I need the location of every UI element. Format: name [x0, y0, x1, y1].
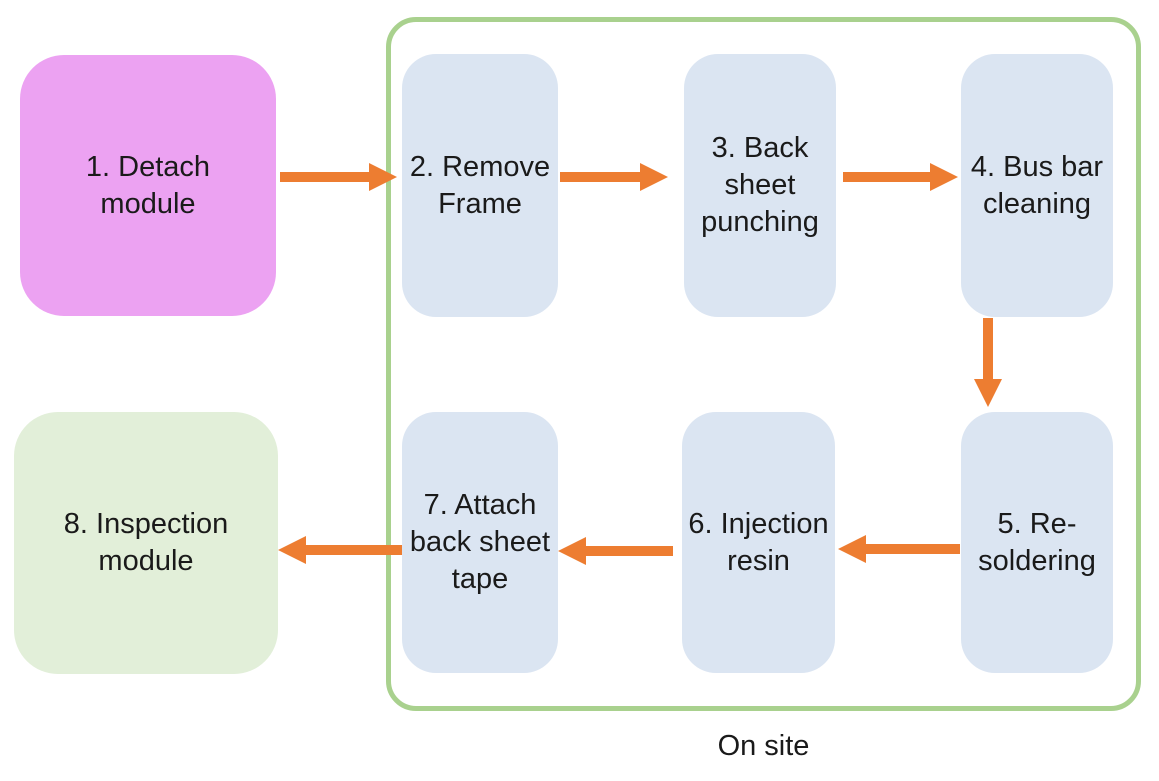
step-7-label: 7. Attach back sheet tape: [409, 489, 551, 595]
step-6-injection-resin: 6. Injection resin: [682, 412, 835, 673]
on-site-caption: On site: [717, 730, 810, 762]
step-1-label: 1. Detach module: [85, 150, 211, 220]
arrow-left-icon: [278, 536, 306, 564]
step-4-bus-bar-cleaning: 4. Bus bar cleaning: [961, 54, 1113, 317]
step-3-label: 3. Back sheet punching: [701, 132, 819, 238]
step-5-re-soldering: 5. Re- soldering: [961, 412, 1113, 673]
step-2-label: 2. Remove Frame: [409, 150, 551, 220]
step-3-back-sheet-punching: 3. Back sheet punching: [684, 54, 836, 317]
arrow-down-icon: [974, 379, 1002, 407]
arrow-left-icon: [558, 537, 586, 565]
step-8-label: 8. Inspection module: [63, 508, 229, 577]
step-8-inspection-module: 8. Inspection module: [14, 412, 278, 674]
step-5-label: 5. Re- soldering: [978, 507, 1096, 577]
arrow-left-icon: [838, 535, 866, 563]
step-6-label: 6. Injection resin: [688, 507, 829, 577]
step-4-label: 4. Bus bar cleaning: [970, 150, 1104, 220]
step-2-remove-frame: 2. Remove Frame: [402, 54, 558, 317]
arrow-right-icon: [369, 163, 397, 191]
arrow-right-icon: [930, 163, 958, 191]
step-7-attach-back-sheet-tape: 7. Attach back sheet tape: [402, 412, 558, 673]
step-1-detach-module: 1. Detach module: [20, 55, 276, 316]
arrow-right-icon: [640, 163, 668, 191]
on-site-group-outline: [386, 17, 1141, 711]
